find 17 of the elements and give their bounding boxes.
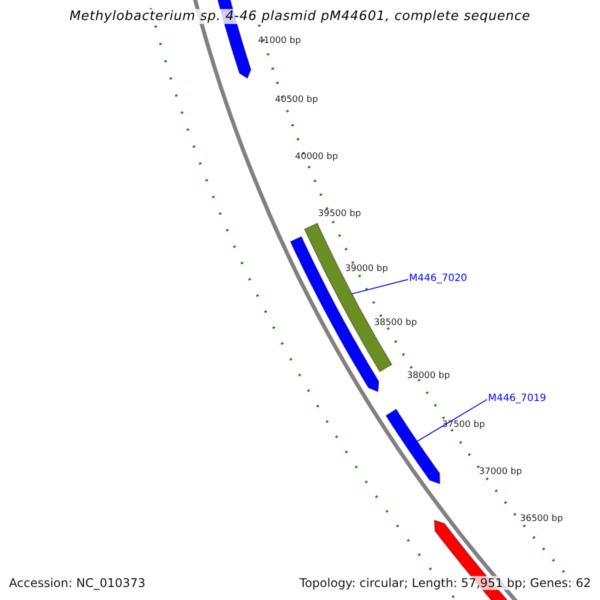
scale-label: 39000 bp	[345, 264, 388, 274]
leader-line	[352, 279, 408, 294]
leader-line	[416, 399, 488, 442]
topology-text: Topology: circular; Length: 57,951 bp; Genes: 62	[300, 576, 591, 590]
gene-arrow	[385, 408, 440, 485]
scale-label: 37000 bp	[479, 467, 522, 477]
scale-label: 38500 bp	[374, 318, 417, 328]
gene-label: M446_7019	[488, 393, 546, 404]
scale-label: 40500 bp	[275, 95, 318, 105]
scale-label: 37500 bp	[442, 420, 485, 430]
accession-text: Accession: NC_010373	[9, 576, 146, 590]
scale-label: 38000 bp	[407, 371, 450, 381]
map-title: Methylobacterium sp. 4-46 plasmid pM44601, complete sequence	[69, 9, 531, 24]
scale-label: 36500 bp	[520, 514, 563, 524]
scale-label: 41000 bp	[258, 36, 301, 46]
scale-label: 40000 bp	[295, 152, 338, 162]
gene-label: M446_7020	[409, 273, 468, 284]
